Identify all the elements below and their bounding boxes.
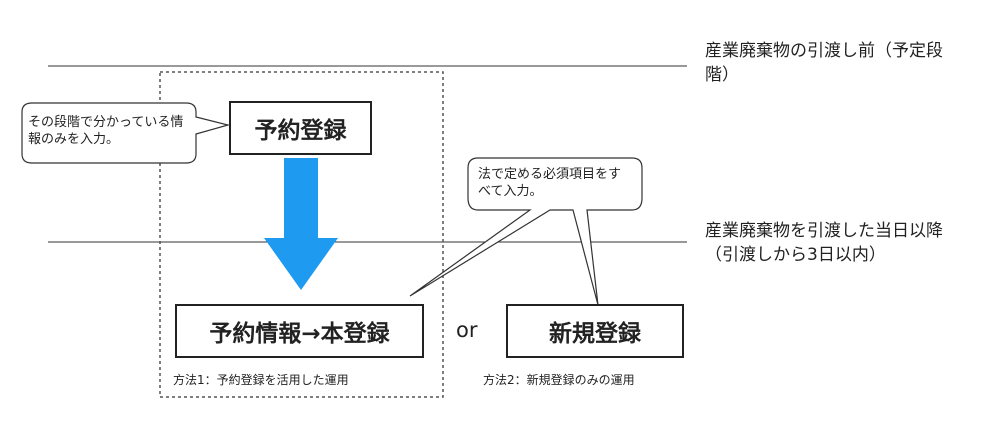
callout-text-left: その段階で分かっている情報のみを入力。	[28, 115, 184, 147]
down-arrow	[264, 158, 338, 290]
phase-label-before: 産業廃棄物の引渡し前（予定段階）	[705, 41, 943, 85]
method1-dashed-frame	[159, 71, 444, 398]
method1-caption: 方法1：予約登録を活用した運用	[173, 373, 349, 387]
phase-label-after: 産業廃棄物を引渡した当日以降（引渡しから3日以内）	[705, 221, 943, 265]
or-label: or	[456, 318, 478, 342]
method2-caption: 方法2：新規登録のみの運用	[483, 373, 635, 387]
new-registration-box: 新規登録	[506, 304, 684, 358]
reservation-registration-box: 予約登録	[229, 101, 372, 155]
callout-text-right: 法で定める必須項目をすべて入力。	[478, 167, 622, 199]
reservation-to-main-registration-box: 予約情報→本登録	[175, 304, 424, 358]
callout-bubble-left	[21, 102, 231, 164]
callout-bubble-right	[409, 157, 643, 306]
